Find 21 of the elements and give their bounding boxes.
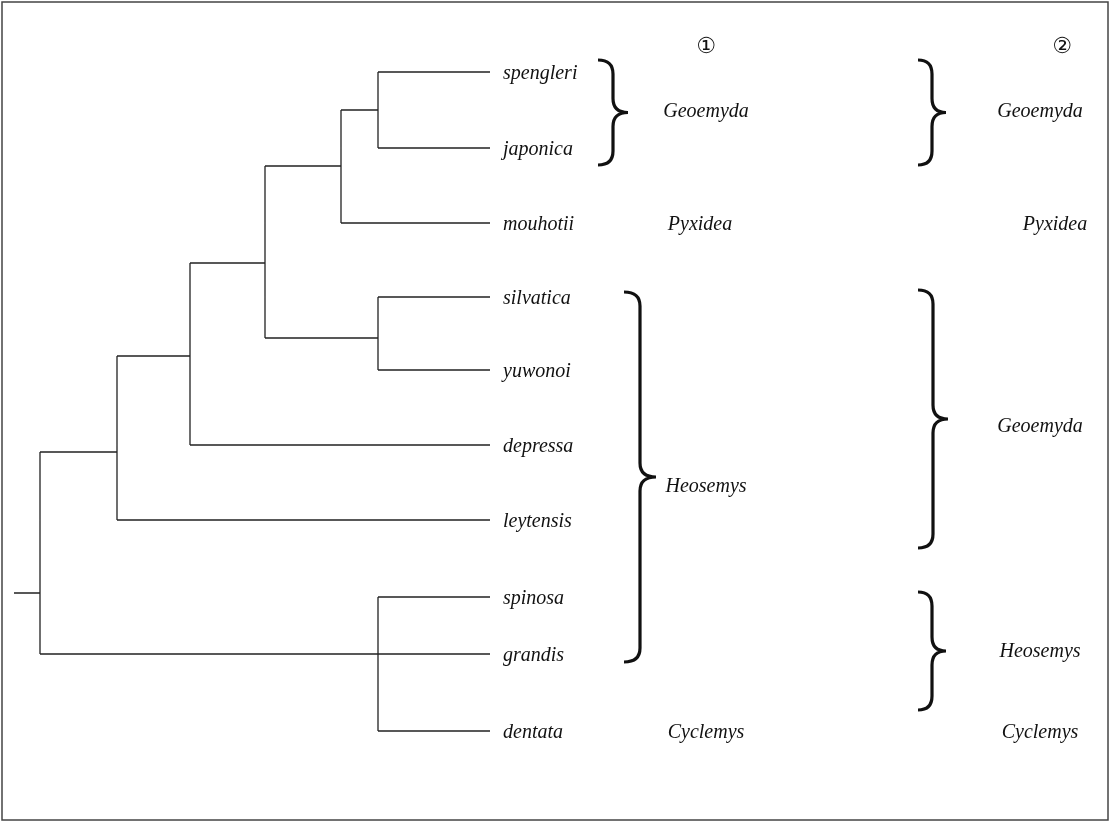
- species-label: leytensis: [503, 508, 572, 532]
- genus-label: Geoemyda: [663, 98, 749, 122]
- species-label: japonica: [503, 136, 573, 160]
- genus-label: Cyclemys: [667, 719, 745, 743]
- column-number: ②: [1052, 32, 1072, 58]
- species-label: yuwonoi: [503, 358, 571, 382]
- genus-label: Pyxidea: [667, 211, 733, 235]
- species-label: grandis: [503, 642, 565, 666]
- species-label: depressa: [503, 433, 574, 457]
- species-label: dentata: [503, 719, 563, 743]
- species-label: spengleri: [503, 60, 578, 84]
- species-label: silvatica: [503, 285, 571, 309]
- genus-label: Heosemys: [665, 473, 747, 497]
- column-number: ①: [696, 32, 716, 58]
- genus-label: Geoemyda: [997, 413, 1083, 437]
- species-label: spinosa: [503, 585, 565, 609]
- genus-label: Geoemyda: [997, 98, 1083, 122]
- genus-label: Heosemys: [999, 638, 1081, 662]
- genus-label: Pyxidea: [1022, 211, 1088, 235]
- species-label: mouhotii: [503, 211, 575, 235]
- genus-label: Cyclemys: [1001, 719, 1079, 743]
